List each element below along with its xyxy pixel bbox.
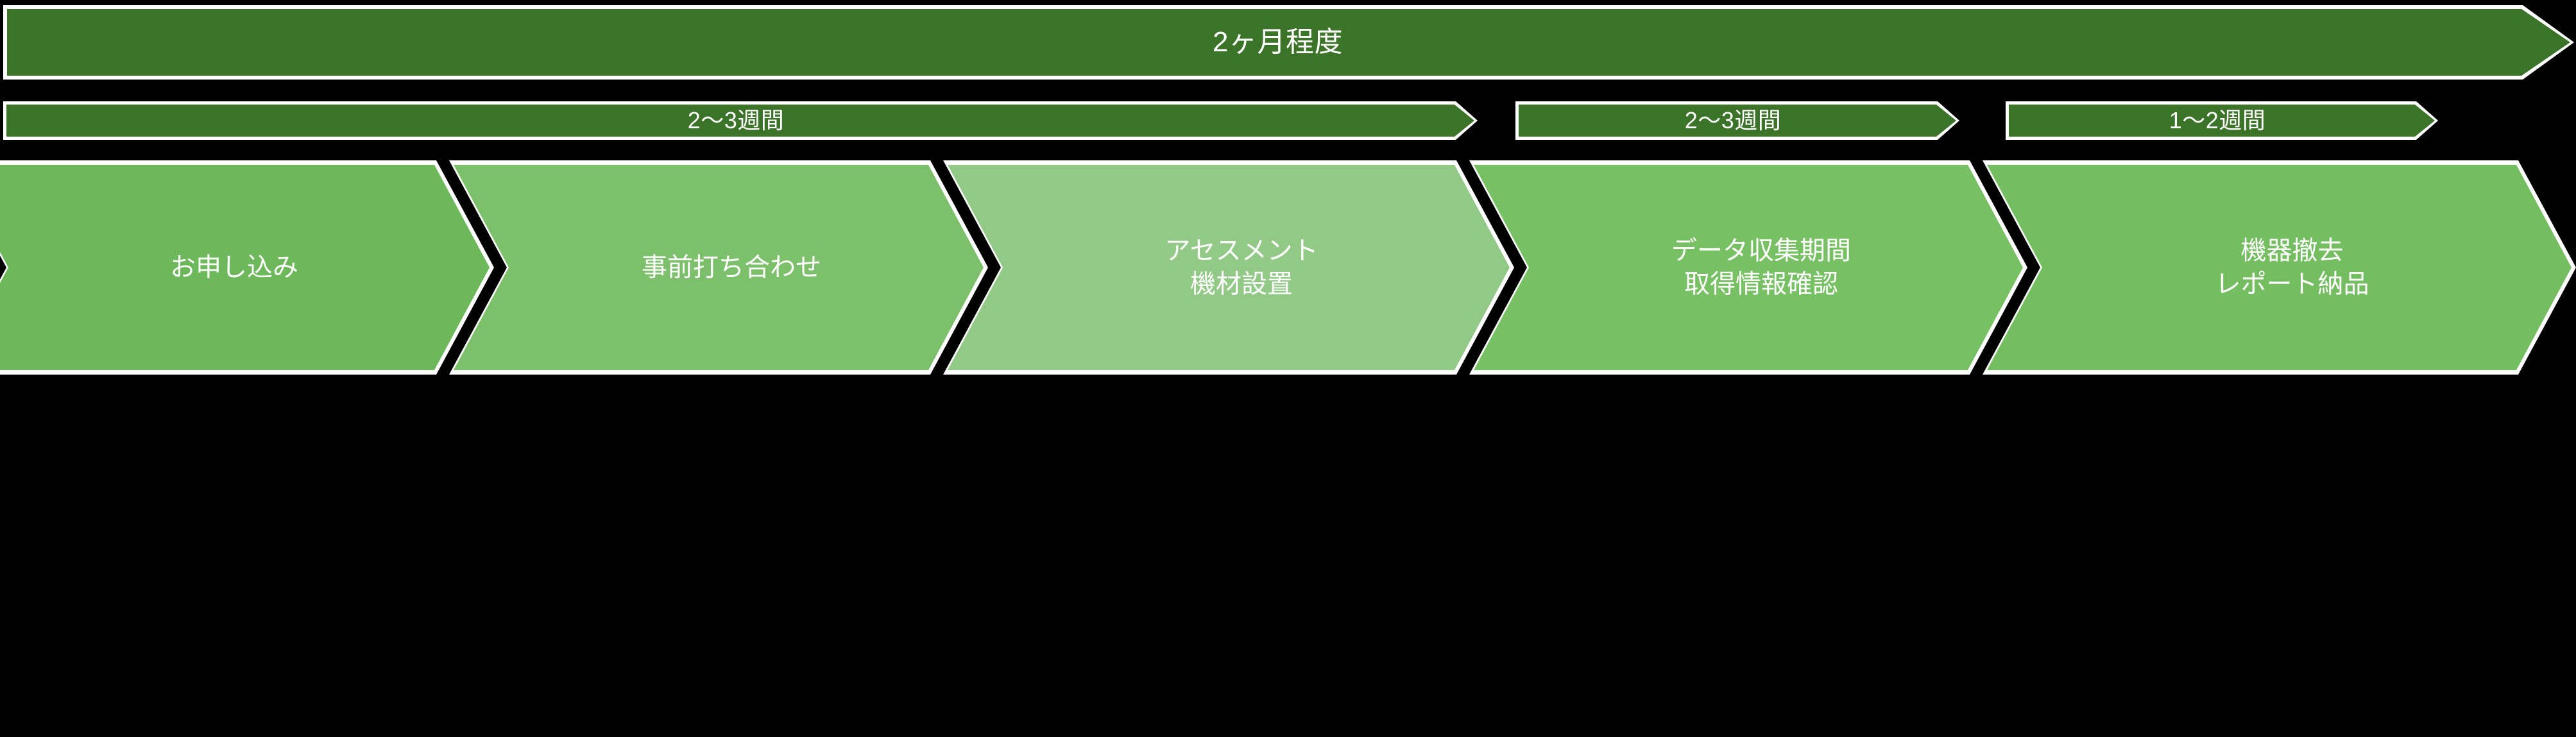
process-step-chevron-3: アセスメント 機材設置: [943, 160, 1514, 375]
process-step-label-5-line1: 機器撤去: [2240, 237, 2344, 265]
process-step-chevron-4-text: データ収集期間 取得情報確認: [1469, 160, 2027, 375]
phase-duration-banner-2: 2〜3週間: [1515, 101, 1959, 140]
process-step-label-5-line2: レポート納品: [2215, 270, 2369, 298]
process-step-chevron-2: 事前打ち合わせ: [449, 160, 988, 375]
process-step-chevron-4-fill: [1474, 165, 2023, 370]
process-step-label-4-line1: データ収集期間: [1671, 237, 1851, 265]
phase-duration-banner-1-fill: [6, 105, 1474, 137]
process-step-chevron-4: データ収集期間 取得情報確認: [1469, 160, 2027, 375]
process-step-label-4-line2: 取得情報確認: [1684, 270, 1838, 298]
phase-duration-label-2: 2〜3週間: [1684, 107, 1782, 133]
process-step-chevron-3-text: アセスメント 機材設置: [943, 160, 1514, 375]
process-step-chevron-1: お申し込み: [0, 160, 494, 375]
phase-duration-label-1: 2〜3週間: [687, 107, 785, 133]
process-step-chevron-1-fill: [0, 165, 490, 370]
phase-duration-banner-1: 2〜3週間: [3, 101, 1478, 140]
process-step-chevron-2-fill: [454, 165, 984, 370]
phase-duration-banner-3-fill: [2009, 105, 2435, 137]
total-duration-banner: 2ヶ月程度: [3, 5, 2574, 80]
process-step-label-2-line1: 事前打ち合わせ: [642, 253, 821, 282]
process-step-chevron-5-text: 機器撤去 レポート納品: [1983, 160, 2576, 375]
phase-duration-banner-3: 1〜2週間: [2006, 101, 2438, 140]
total-duration-banner-fill: [7, 9, 2570, 76]
process-step-label-3-line2: 機材設置: [1190, 270, 1293, 298]
phase-duration-banner-2-fill: [1519, 105, 1956, 137]
process-step-label-1-line1: お申し込み: [170, 253, 298, 282]
total-duration-label: 2ヶ月程度: [1213, 26, 1343, 58]
process-step-chevron-5-fill: [1987, 165, 2572, 370]
process-step-chevron-3-fill: [948, 165, 1510, 370]
process-step-label-3-line1: アセスメント: [1164, 237, 1318, 265]
process-step-chevron-1-text: お申し込み: [0, 160, 494, 375]
process-step-chevron-5: 機器撤去 レポート納品: [1983, 160, 2576, 375]
phase-duration-label-3: 1〜2週間: [2169, 107, 2266, 133]
process-step-chevron-2-text: 事前打ち合わせ: [449, 160, 988, 375]
